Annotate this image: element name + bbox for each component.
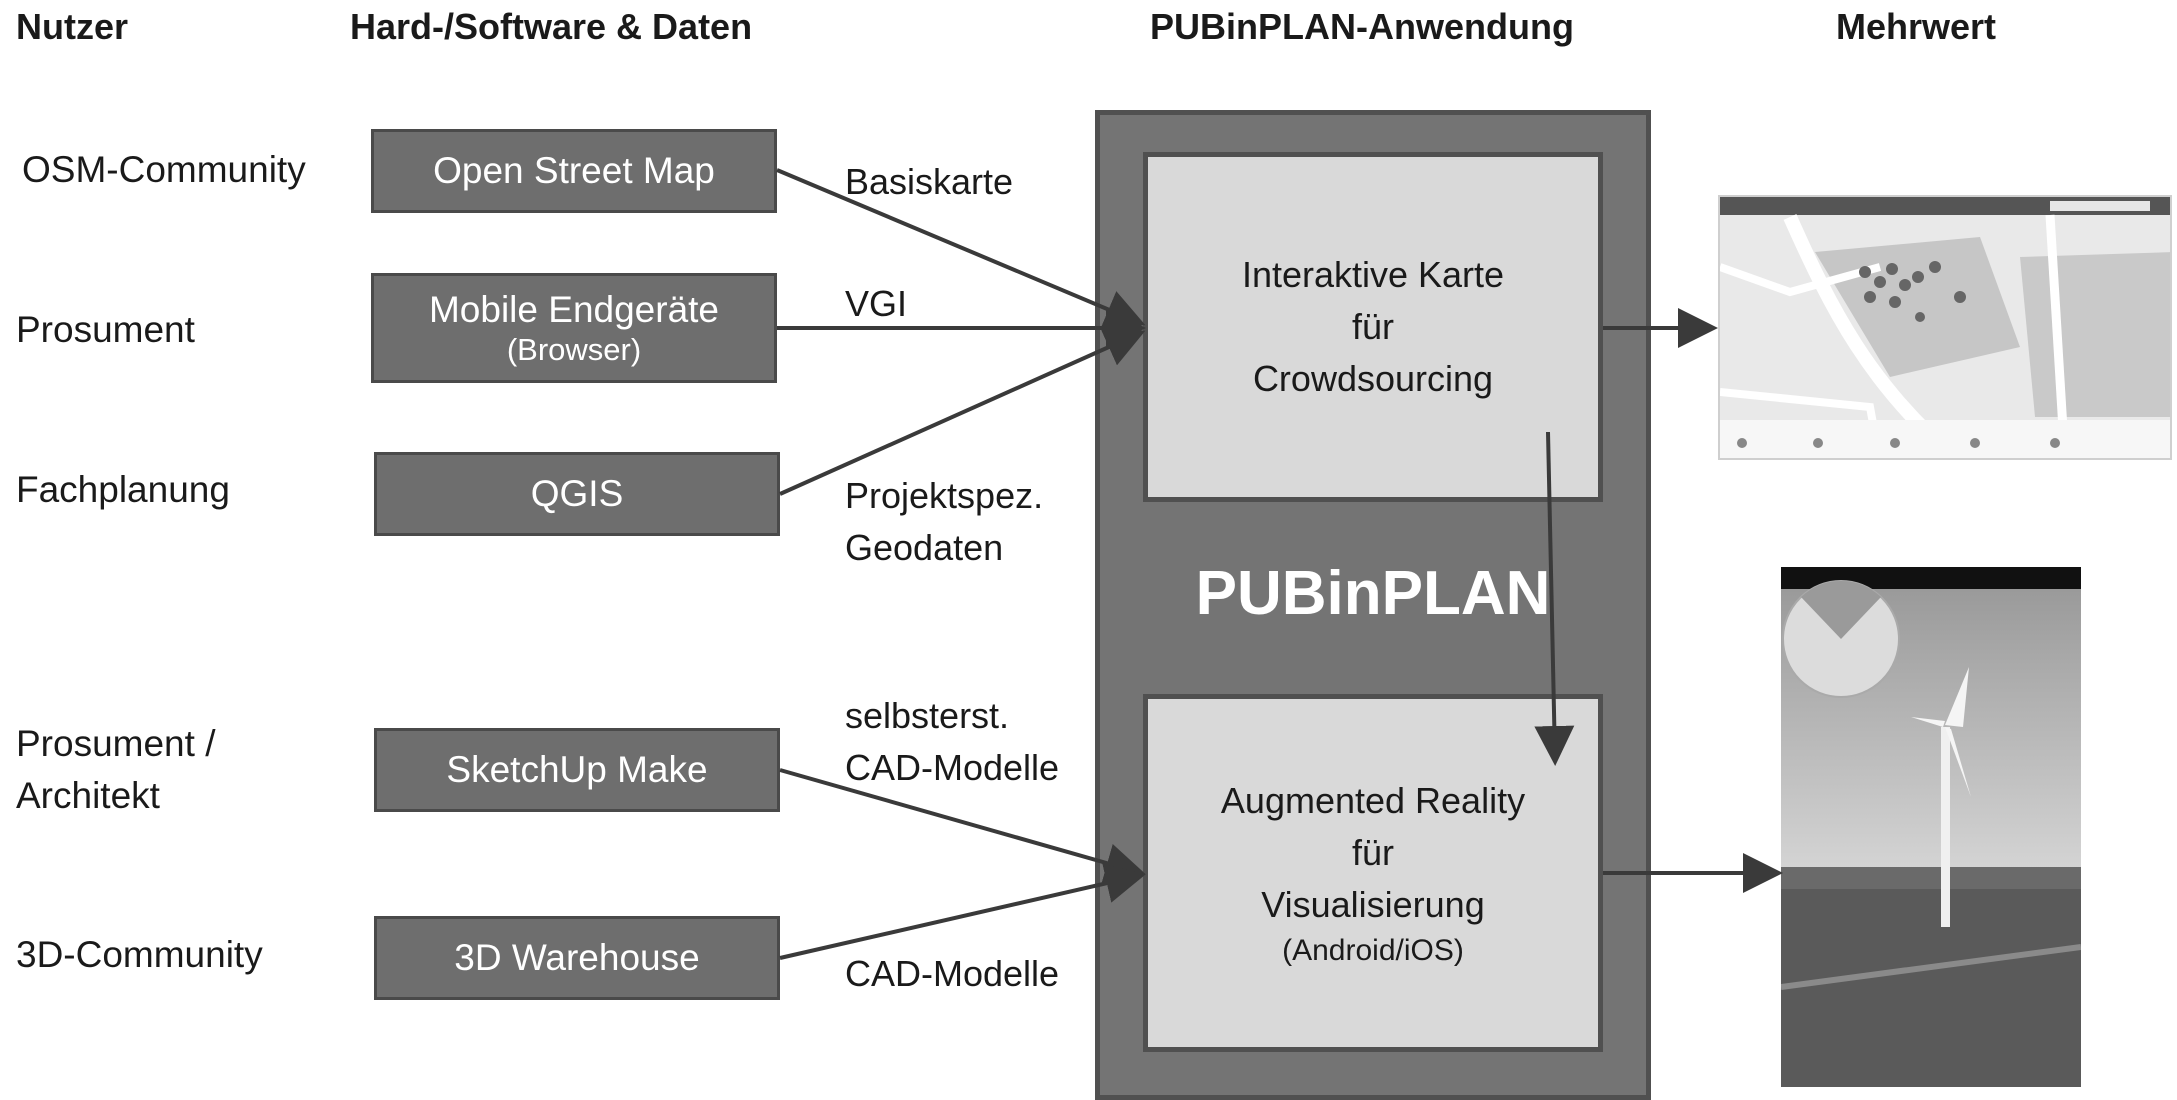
map-thumbnail-image	[1720, 197, 2170, 458]
wind-turbine-tower	[1941, 727, 1950, 927]
flow-label-selbsterst-line2: CAD-Modelle	[845, 747, 1060, 788]
header-users: Nutzer	[16, 6, 129, 47]
flow-label-basiskarte: Basiskarte	[845, 161, 1014, 202]
wind-turbine-blade-1	[1945, 667, 1969, 727]
source-mobile-sublabel: (Browser)	[506, 332, 642, 367]
header-hardware: Hard-/Software & Daten	[350, 6, 753, 47]
source-sketchup-label: SketchUp Make	[446, 749, 708, 790]
ar-ground-line	[1781, 944, 2081, 990]
user-3d-community: 3D-Community	[16, 934, 263, 975]
user-prosument-architekt-line1: Prosument /	[16, 723, 216, 764]
app-ar-platform: (Android/iOS)	[1282, 934, 1464, 967]
user-fachplanung: Fachplanung	[16, 469, 230, 510]
arrow-osm-to-map	[776, 168, 1146, 329]
user-prosument: Prosument	[16, 309, 195, 350]
source-qgis-label: QGIS	[530, 473, 624, 514]
flow-label-vgi: VGI	[845, 283, 908, 324]
map-search-field	[2050, 201, 2150, 211]
source-mobile-label: Mobile Endgeräte	[428, 289, 720, 330]
flow-label-projektspez-line2: Geodaten	[845, 527, 1004, 568]
app-map-line3: Crowdsourcing	[1252, 358, 1494, 399]
app-map-line2: für	[1351, 306, 1394, 347]
ar-ground	[1781, 889, 2081, 1087]
ar-thumbnail-image	[1781, 567, 2081, 1087]
source-box-qgis: QGIS	[374, 452, 780, 536]
app-ar-line3: Visualisierung	[1261, 884, 1485, 925]
map-legend-bar	[1720, 420, 2170, 458]
ar-compass-view-cone	[1801, 581, 1881, 639]
app-map-line1: Interaktive Karte	[1241, 254, 1505, 295]
map-road-side	[1720, 263, 1882, 297]
map-legend-markers	[1737, 438, 2060, 448]
pubinplan-brand-label: PUBinPLAN	[1195, 559, 1551, 628]
flow-label-projektspez-line1: Projektspez.	[845, 475, 1044, 516]
source-box-sketchup: SketchUp Make	[374, 728, 780, 812]
map-markers	[1859, 261, 1966, 322]
app-ar-line2: für	[1351, 832, 1394, 873]
source-box-osm: Open Street Map	[371, 129, 777, 213]
app-ar-line1: Augmented Reality	[1220, 780, 1526, 821]
augmented-reality-screenshot	[1781, 567, 2081, 1087]
flow-label-cad: CAD-Modelle	[845, 953, 1060, 994]
flow-label-selbsterst: selbsterst. CAD-Modelle	[845, 690, 1059, 794]
header-value: Mehrwert	[1836, 6, 1997, 47]
app-box-augmented-reality: Augmented Reality für Visualisierung (An…	[1143, 694, 1603, 1052]
interactive-map-screenshot	[1718, 195, 2172, 460]
source-box-mobile: Mobile Endgeräte (Browser)	[371, 273, 777, 383]
wind-turbine-blade-3	[1911, 717, 1945, 727]
flow-label-projektspez: Projektspez. Geodaten	[845, 470, 1043, 574]
user-prosument-architekt-line2: Architekt	[16, 775, 160, 816]
user-osm-community: OSM-Community	[22, 149, 306, 190]
header-application: PUBinPLAN-Anwendung	[1150, 6, 1574, 47]
wind-turbine-blade-2	[1945, 727, 1971, 797]
source-box-warehouse: 3D Warehouse	[374, 916, 780, 1000]
arrow-qgis-to-map	[779, 328, 1146, 496]
source-warehouse-label: 3D Warehouse	[454, 937, 700, 978]
flow-label-selbsterst-line1: selbsterst.	[845, 695, 1010, 736]
ar-horizon	[1781, 867, 2081, 892]
arrow-sketchup-to-ar	[779, 768, 1146, 883]
source-osm-label: Open Street Map	[433, 150, 715, 191]
app-box-interactive-map: Interaktive Karte für Crowdsourcing	[1143, 152, 1603, 502]
arrow-warehouse-to-ar	[779, 863, 1146, 960]
user-prosument-architekt: Prosument / Architekt	[16, 718, 215, 822]
arrow-map-to-ar	[1534, 431, 1575, 766]
